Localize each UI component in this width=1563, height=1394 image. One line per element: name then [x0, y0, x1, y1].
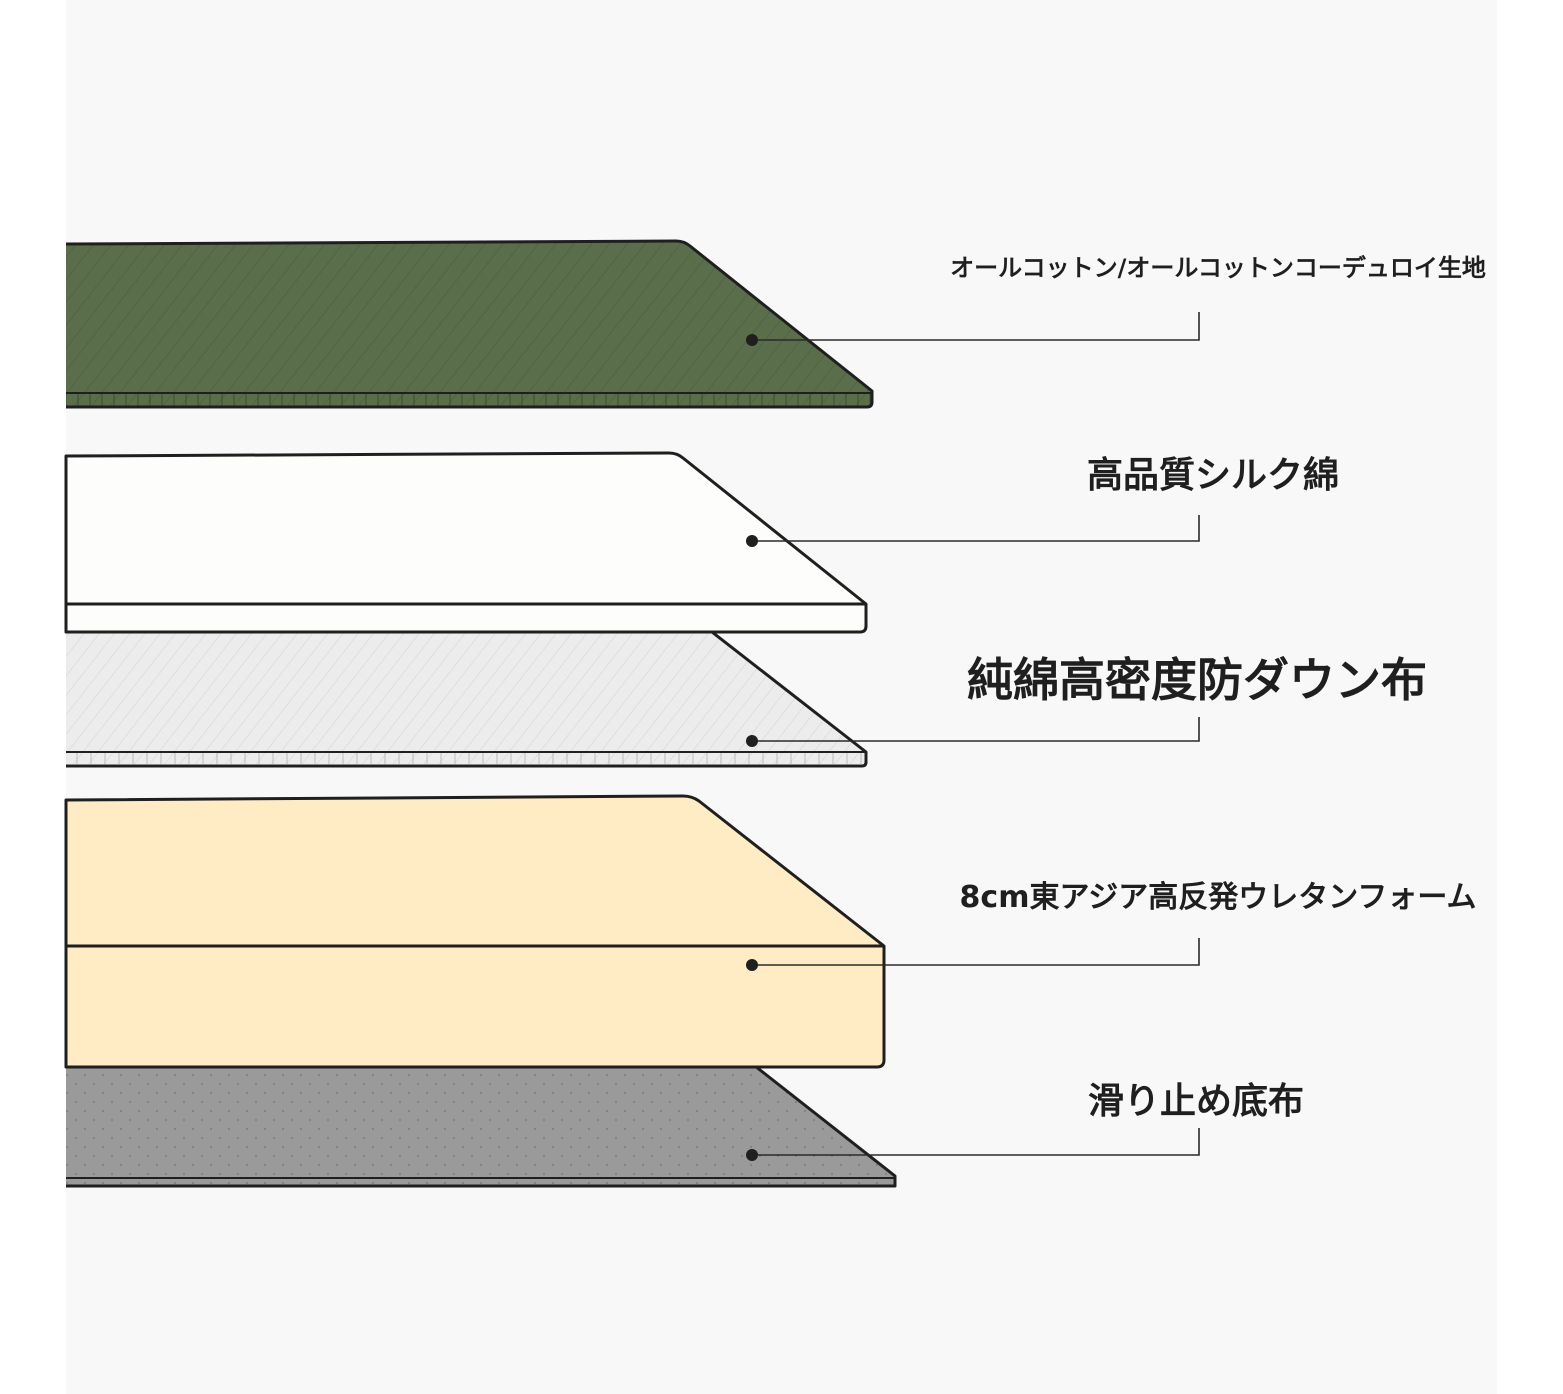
layer-antislip	[66, 1064, 897, 1188]
layer-foam	[64, 794, 886, 1069]
label-cover: オールコットン/オールコットンコーデュロイ生地	[950, 254, 1486, 282]
callout-downproof	[746, 717, 1200, 747]
label-antislip: 滑り止め底布	[1087, 1081, 1305, 1122]
layer-silk	[64, 451, 868, 634]
layer-cover	[65, 239, 874, 409]
callout-antislip	[746, 1128, 1200, 1161]
callout-silk	[746, 515, 1200, 547]
label-foam: 8cm東アジア高反発ウレタンフォーム	[959, 880, 1477, 915]
label-downproof: 純綿高密度防ダウン布	[967, 653, 1427, 707]
label-silk: 高品質シルク綿	[1086, 455, 1340, 496]
callout-cover	[746, 312, 1200, 346]
layer-downproof	[66, 630, 868, 768]
callout-foam	[746, 938, 1200, 971]
